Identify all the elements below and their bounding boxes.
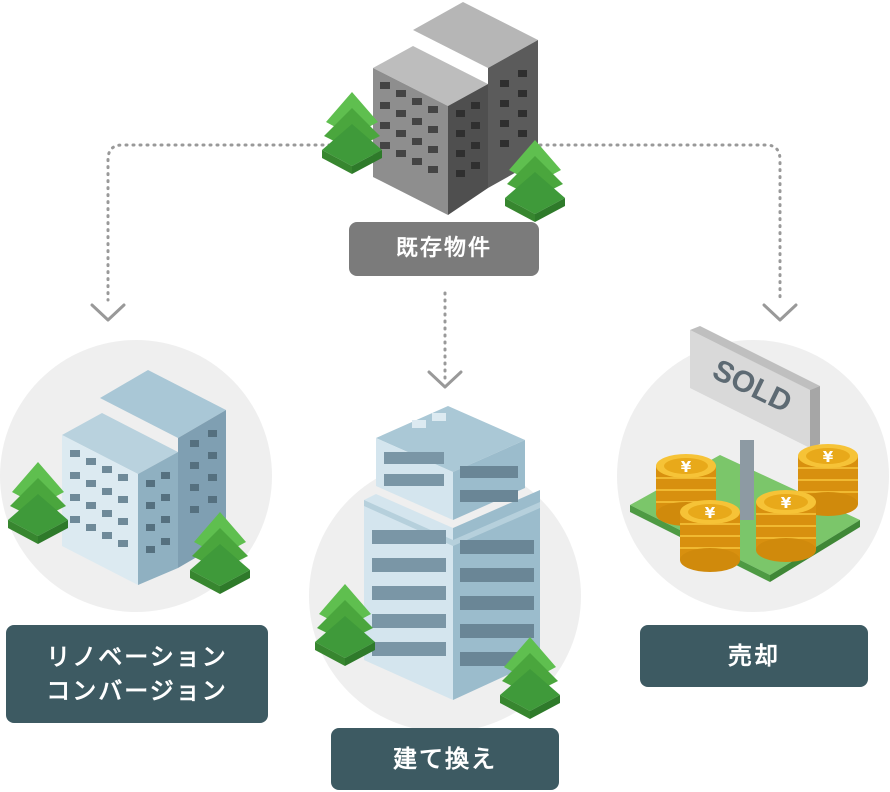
arrowheads (90, 303, 798, 389)
yen-icon: ¥ (823, 448, 834, 466)
new-building-icon (364, 406, 540, 700)
renovation-text: リノベーション (46, 643, 228, 671)
rebuild-label: 建て換え (331, 728, 559, 790)
renovation-conversion-label: リノベーション コンバージョン (6, 625, 268, 723)
sale-label: 売却 (640, 625, 868, 687)
yen-icon: ¥ (705, 504, 716, 522)
existing-property-text: 既存物件 (395, 236, 492, 261)
yen-icon: ¥ (681, 458, 692, 476)
yen-icon: ¥ (781, 494, 792, 512)
sale-text: 売却 (728, 642, 780, 670)
connectors (106, 143, 782, 380)
coin-stacks: ¥ ¥ ¥ ¥ (655, 443, 859, 573)
arrow-down-icon-left (90, 303, 126, 322)
arrow-down-icon-right (762, 303, 798, 322)
arrow-down-icon-center (427, 370, 463, 389)
rebuild-text: 建て換え (393, 745, 497, 773)
connector-left (106, 143, 332, 302)
connector-right (538, 143, 782, 302)
conversion-text: コンバージョン (46, 677, 228, 705)
existing-property-label: 既存物件 (349, 222, 539, 276)
